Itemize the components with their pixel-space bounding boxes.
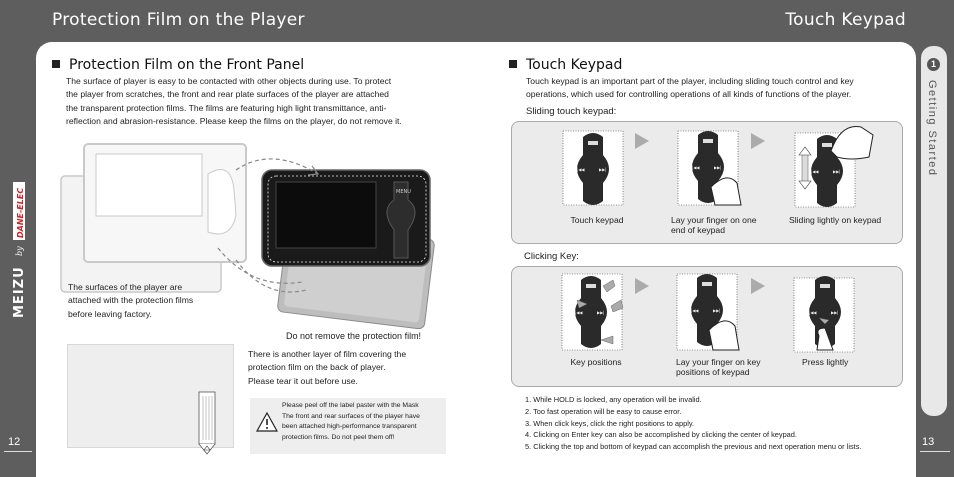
- left-section-title: Protection Film on the Front Panel: [52, 57, 304, 73]
- caption-press-lightly: Press lightly: [802, 357, 849, 367]
- right-section-title: Touch Keypad: [509, 57, 622, 73]
- usage-note: 2. Too fast operation will be easy to ca…: [525, 406, 682, 416]
- sliding-section-label: Sliding touch keypad:: [526, 106, 617, 117]
- top-bar: [0, 0, 954, 42]
- usage-note: 4. Clicking on Enter key can also be acc…: [525, 430, 797, 440]
- chapter-label: Getting Started: [926, 80, 938, 177]
- usage-note: 5. Clicking the top and bottom of keypad…: [525, 442, 862, 452]
- sliding-keypad-illustrations: |◀◀ ▶▶|: [562, 126, 874, 208]
- chapter-tab[interactable]: 1 Getting Started: [921, 46, 947, 416]
- usage-note: 1. While HOLD is locked, any operation w…: [525, 395, 702, 404]
- right-intro-paragraph: Touch keypad is an important part of the…: [526, 76, 854, 100]
- clicking-section-label: Clicking Key:: [524, 251, 579, 262]
- peel-notice-text: Please peel off the label paster with th…: [282, 402, 420, 441]
- brand-logo: MEIZU by DANE-ELEC: [12, 182, 27, 318]
- brand-partner: DANE-ELEC: [16, 188, 25, 238]
- back-film-note: There is another layer of film covering …: [248, 349, 407, 386]
- peel-label-tab: [198, 391, 216, 455]
- brand-name: MEIZU: [12, 266, 27, 318]
- brand-by: by: [15, 246, 24, 256]
- usage-notes-list: 1. While HOLD is locked, any operation w…: [525, 394, 861, 453]
- chapter-number: 1: [927, 58, 940, 71]
- page-number-right: 13: [922, 436, 935, 448]
- caption-key-positions: Key positions: [570, 357, 622, 367]
- right-header-title: Touch Keypad: [785, 10, 906, 30]
- left-intro-paragraph: The surface of player is easy to be cont…: [66, 76, 402, 127]
- peel-notice-box: Please peel off the label paster with th…: [250, 398, 446, 454]
- surfaces-note: The surfaces of the player are attached …: [68, 282, 194, 319]
- left-header-title: Protection Film on the Player: [52, 10, 305, 30]
- page-number-rule-right: [920, 451, 950, 452]
- caption-sliding-lightly: Sliding lightly on keypad: [789, 215, 882, 225]
- usage-note: 3. When click keys, click the right posi…: [525, 418, 695, 428]
- caption-touch-keypad: Touch keypad: [570, 215, 624, 225]
- protection-film-illustration: MEIZU MENU: [60, 143, 435, 330]
- warning-triangle-icon: [256, 412, 278, 432]
- svg-text:MENU: MENU: [396, 189, 411, 195]
- clicking-key-illustrations: |◀◀ ▶▶|: [561, 273, 855, 353]
- page-number-left: 12: [8, 436, 21, 448]
- page-number-rule-left: [4, 451, 32, 452]
- do-not-remove-warning: Do not remove the protection film!: [286, 331, 422, 341]
